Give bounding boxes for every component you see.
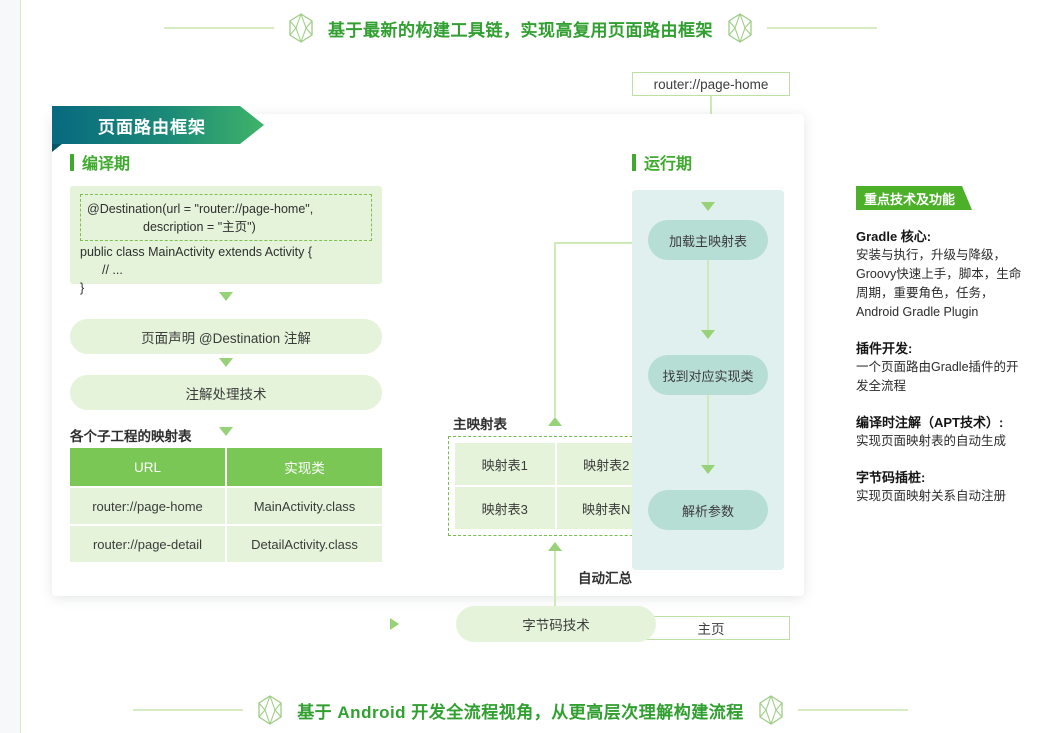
table-row: router://page-home MainActivity.class <box>70 488 382 524</box>
arrow-right-icon <box>390 618 399 630</box>
sidebar-block-desc: 实现页面映射表的自动生成 <box>856 434 1007 448</box>
sidebar-block: 插件开发: 一个页面路由Gradle插件的开发全流程 <box>856 339 1024 396</box>
header-ribbon: 基于最新的构建工具链，实现高复用页面路由框架 <box>0 10 1041 46</box>
sidebar-banner: 重点技术及功能 <box>856 186 972 210</box>
main-map-cell: 映射表3 <box>455 487 555 529</box>
hexagon-icon <box>759 695 783 725</box>
key-tech-sidebar: 重点技术及功能 Gradle 核心: 安装与执行，升级与降级，Groovy快速上… <box>856 186 1024 506</box>
compile-section-heading: 编译期 <box>70 150 130 174</box>
connector-mainmap-up <box>554 242 556 417</box>
heading-bar <box>632 153 636 171</box>
arrow-down-icon <box>701 330 715 339</box>
connector-runtime-2 <box>707 395 709 465</box>
header-title: 基于最新的构建工具链，实现高复用页面路由框架 <box>328 20 713 40</box>
sidebar-block-title: 插件开发: <box>856 341 913 356</box>
sidebar-block-desc: 一个页面路由Gradle插件的开发全流程 <box>856 360 1019 393</box>
hexagon-icon <box>258 695 282 725</box>
auto-summary-label: 自动汇总 <box>578 571 632 586</box>
arrow-down-icon <box>701 465 715 474</box>
arrow-down-icon <box>219 427 233 436</box>
sidebar-block-title: 编译时注解（APT技术）: <box>856 415 1004 430</box>
table-header-cell: 实现类 <box>227 448 382 486</box>
arrow-down-icon <box>701 202 715 211</box>
sidebar-block: Gradle 核心: 安装与执行，升级与降级，Groovy快速上手，脚本，生命周… <box>856 227 1024 322</box>
sidebar-block-desc: 安装与执行，升级与降级，Groovy快速上手，脚本，生命周期，重要角色，任务，A… <box>856 248 1022 319</box>
runtime-section-heading: 运行期 <box>632 150 692 174</box>
footer-rule-left <box>133 709 244 711</box>
sidebar-block-desc: 实现页面映射关系自动注册 <box>856 489 1007 503</box>
code-line: @Destination(url = "router://page-home", <box>87 202 314 216</box>
sidebar-block-title: Gradle 核心: <box>856 229 932 244</box>
table-cell-url: router://page-detail <box>70 526 225 562</box>
step-annotation-processing: 注解处理技术 <box>70 375 382 410</box>
table-cell-class: DetailActivity.class <box>227 526 382 562</box>
route-url-input[interactable]: router://page-home <box>632 72 790 96</box>
header-rule-right <box>767 27 877 29</box>
hexagon-icon <box>289 13 313 43</box>
banner-fold <box>52 144 62 152</box>
annotation-highlight: @Destination(url = "router://page-home",… <box>80 194 372 241</box>
arrow-up-icon <box>548 542 562 551</box>
heading-bar <box>70 153 74 171</box>
sidebar-block: 编译时注解（APT技术）: 实现页面映射表的自动生成 <box>856 413 1024 451</box>
card-banner: 页面路由框架 <box>52 106 264 144</box>
submodule-maps-label: 各个子工程的映射表 <box>70 429 192 444</box>
connector-mainmap-right <box>554 242 640 244</box>
runtime-step-load-map: 加载主映射表 <box>648 220 768 260</box>
sidebar-banner-label: 重点技术及功能 <box>864 191 956 207</box>
table-cell-url: router://page-home <box>70 488 225 524</box>
connector-runtime-1 <box>707 260 709 330</box>
card-title: 页面路由框架 <box>98 117 206 137</box>
sidebar-block-title: 字节码插桩: <box>856 470 926 485</box>
footer-title: 基于 Android 开发全流程视角，从更高层次理解构建流程 <box>297 702 744 722</box>
route-result-box[interactable]: 主页 <box>632 616 790 640</box>
table-header-cell: URL <box>70 448 225 486</box>
footer-ribbon: 基于 Android 开发全流程视角，从更高层次理解构建流程 <box>0 692 1041 728</box>
table-header-row: URL 实现类 <box>70 448 382 486</box>
runtime-step-find-class: 找到对应实现类 <box>648 355 768 395</box>
runtime-step-parse-params: 解析参数 <box>648 490 768 530</box>
runtime-heading-label: 运行期 <box>644 156 693 173</box>
arrow-up-icon <box>548 417 562 426</box>
framework-card: 页面路由框架 编译期 运行期 @Destination(url = "route… <box>52 106 804 642</box>
main-map-label: 主映射表 <box>453 417 507 432</box>
step-bytecode-technique: 字节码技术 <box>456 606 656 642</box>
code-line: } <box>80 281 85 295</box>
footer-rule-right <box>797 709 908 711</box>
connector-bytecode-up <box>554 548 556 606</box>
arrow-down-icon <box>219 358 233 367</box>
compile-heading-label: 编译期 <box>82 156 131 173</box>
table-cell-class: MainActivity.class <box>227 488 382 524</box>
main-map-cell: 映射表1 <box>455 443 555 485</box>
code-line: // ... <box>102 263 123 277</box>
arrow-down-icon <box>219 292 233 301</box>
header-rule-left <box>164 27 274 29</box>
submodule-map-table: URL 实现类 router://page-home MainActivity.… <box>70 448 382 564</box>
page-left-rule <box>20 0 21 733</box>
code-line: public class MainActivity extends Activi… <box>80 245 313 259</box>
step-page-declaration: 页面声明 @Destination 注解 <box>70 319 382 354</box>
code-line: description = "主页") <box>143 220 256 234</box>
code-snippet-box: @Destination(url = "router://page-home",… <box>70 186 382 295</box>
table-row: router://page-detail DetailActivity.clas… <box>70 526 382 562</box>
sidebar-block: 字节码插桩: 实现页面映射关系自动注册 <box>856 468 1024 506</box>
main-map-table: 映射表1 映射表2 映射表3 映射表N <box>448 436 663 536</box>
hexagon-icon <box>728 13 752 43</box>
